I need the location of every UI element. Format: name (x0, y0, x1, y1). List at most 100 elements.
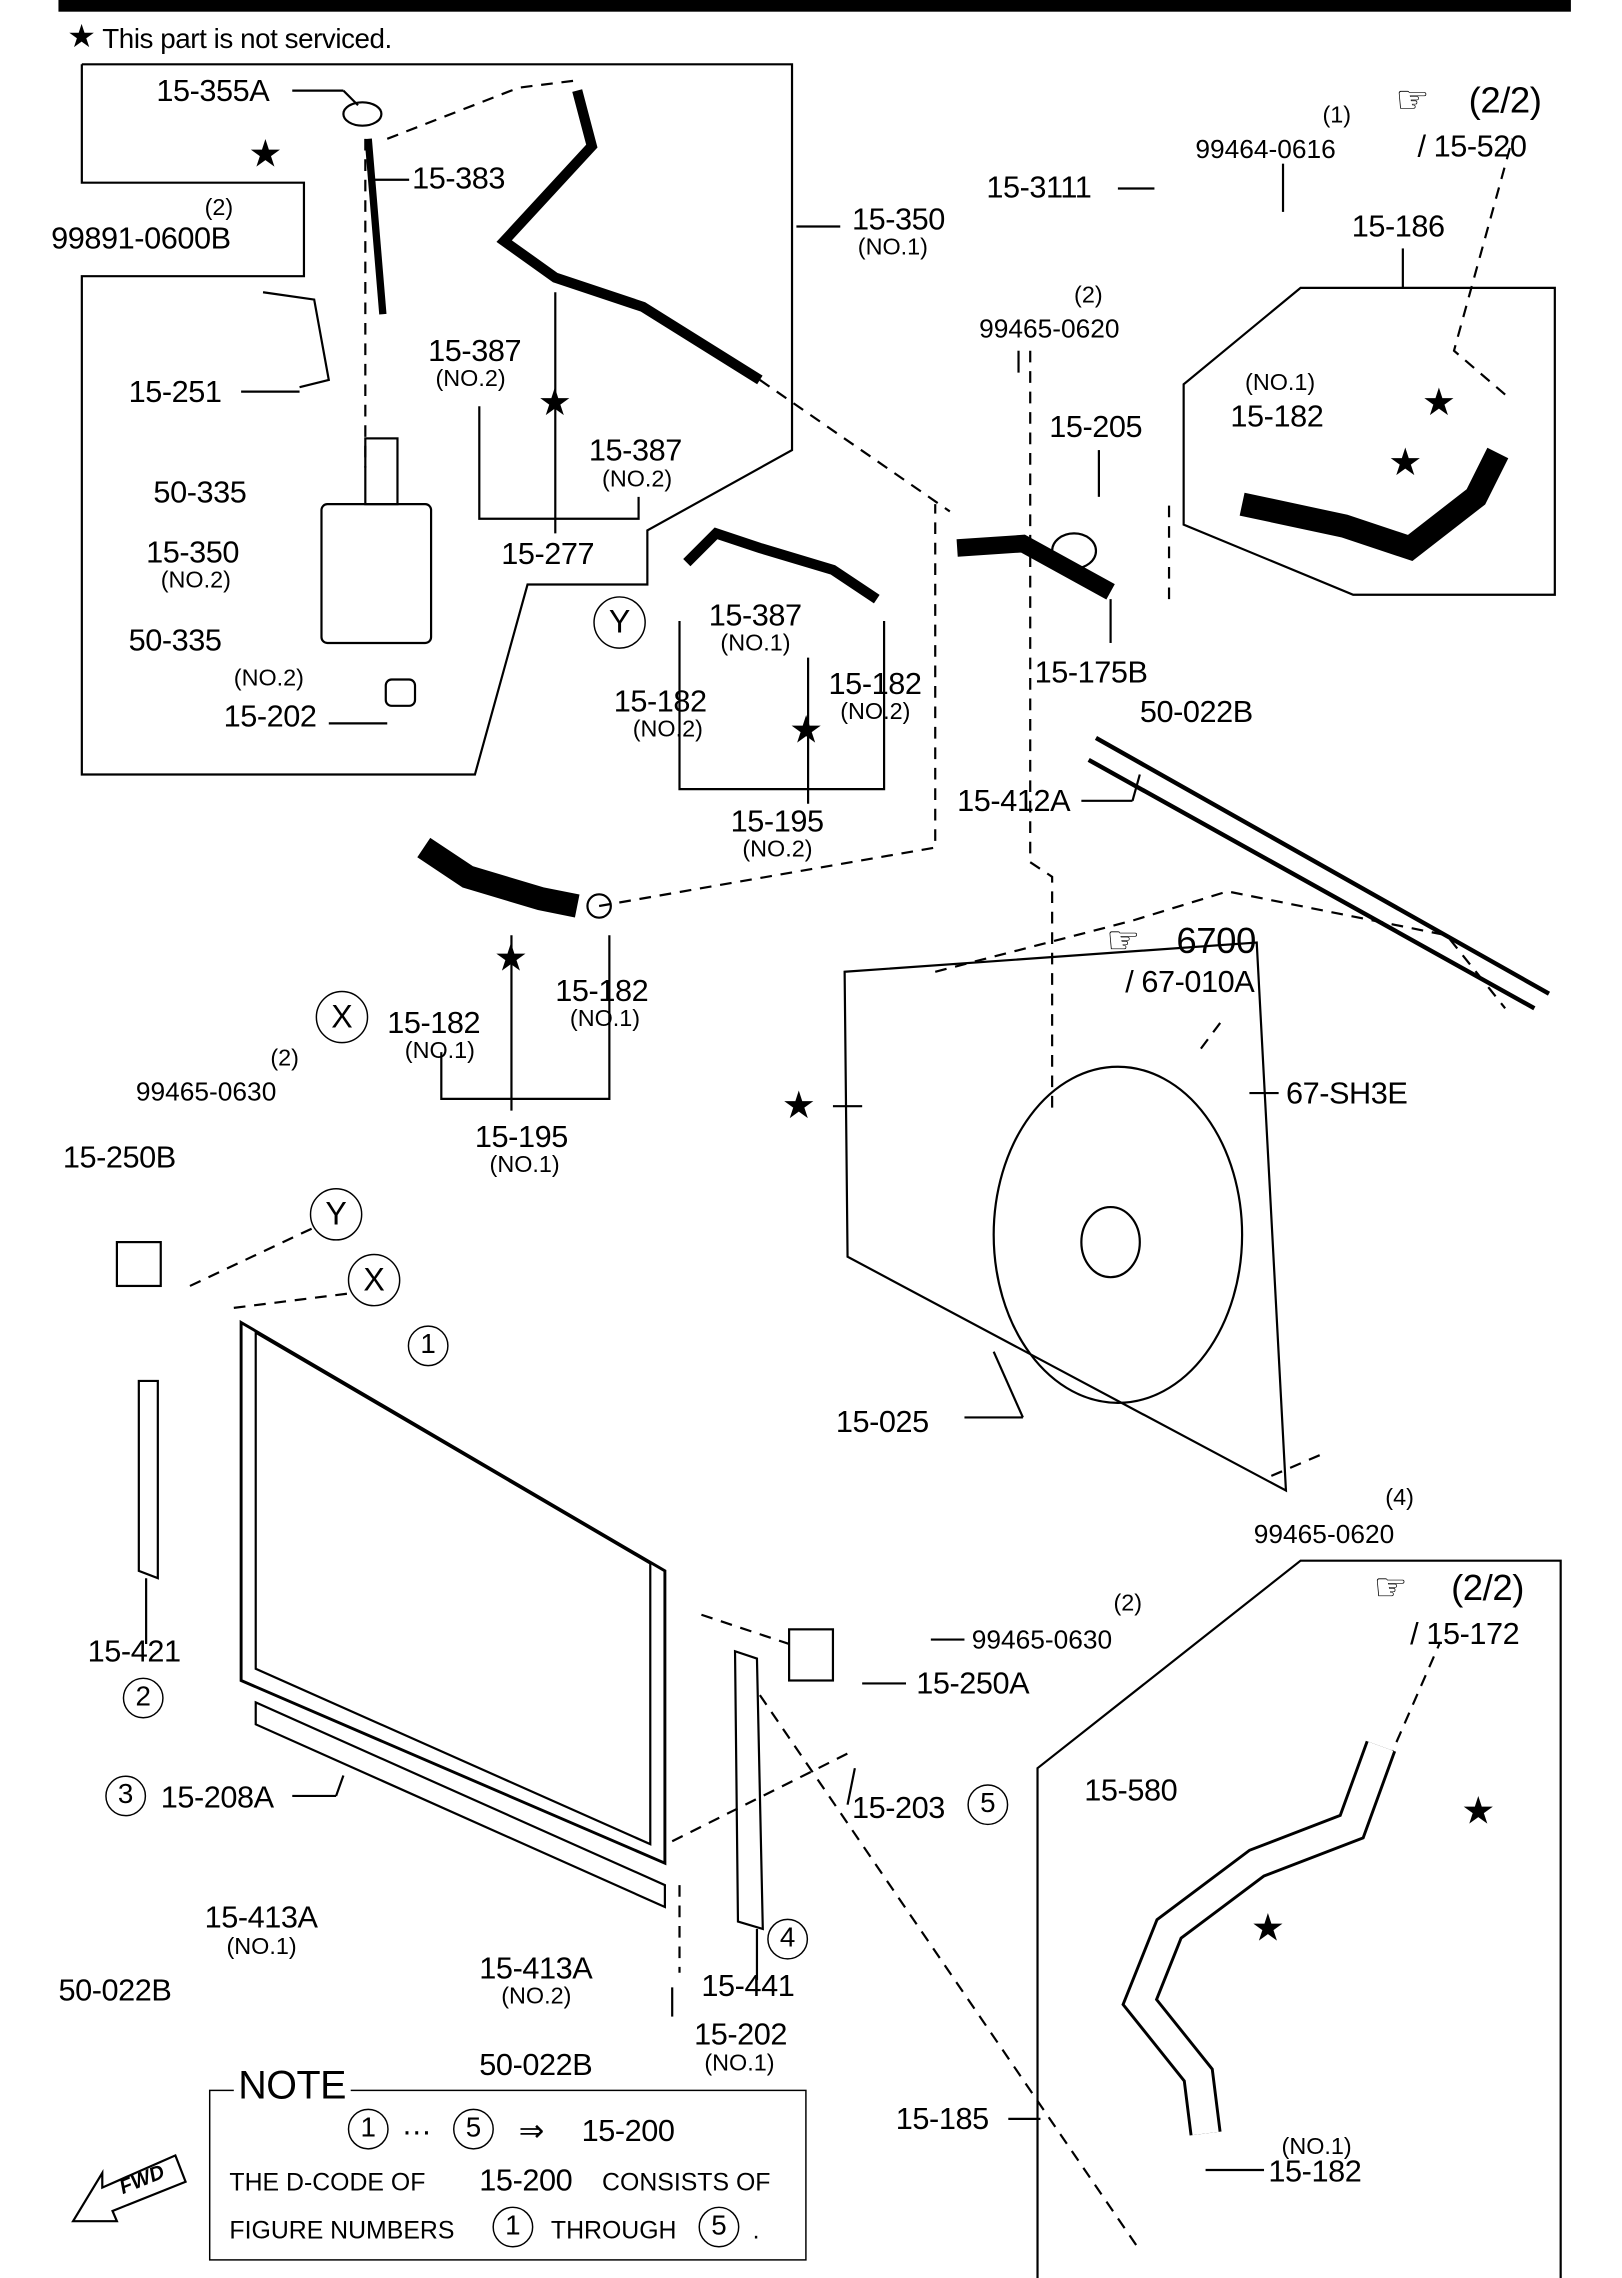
figure-number-2: 2 (122, 1677, 164, 1719)
fwd-arrow-icon (71, 2153, 187, 2223)
callout-variant: (NO.1) (704, 2051, 775, 2077)
forward-direction-arrow: FWD (66, 2141, 198, 2229)
callout-variant: (NO.1) (489, 1152, 560, 1178)
callout: 15-250B (62, 1141, 176, 1175)
callout: 15-025 (835, 1405, 929, 1440)
star-icon: ★ (781, 1082, 816, 1127)
callout-variant: (NO.2) (160, 568, 231, 594)
quantity: (2) (1113, 1591, 1143, 1617)
reference-part[interactable]: / 67-010A (1125, 965, 1255, 1000)
callout: 99465-0630 (971, 1624, 1113, 1655)
figure-number-1: 1 (492, 2206, 534, 2248)
callout: 15-175B (1034, 656, 1148, 690)
pointing-hand-icon: ☞ (1395, 77, 1430, 122)
seal-15-421 (137, 1379, 159, 1580)
connection-marker-x: X (315, 990, 369, 1044)
leader (478, 406, 640, 520)
callout: 15-203 (851, 1791, 945, 1826)
callout: 15-387 (708, 599, 802, 633)
callout: 50-335 (128, 623, 222, 658)
reference-page[interactable]: 6700 (1176, 920, 1256, 962)
callout: 67-SH3E (1285, 1076, 1408, 1111)
pointing-hand-icon: ☞ (1106, 917, 1141, 962)
note-box (208, 2089, 807, 2261)
callout: 15-202 (223, 699, 317, 734)
callout: 50-022B (58, 1974, 172, 2008)
reference-part[interactable]: / 15-520 (1417, 130, 1527, 164)
note-ellipsis: ··· (401, 2114, 432, 2149)
note-code: 15-200 (479, 2164, 573, 2198)
star-icon: ★ (1461, 1788, 1496, 1833)
hose-15-186 (1239, 447, 1509, 562)
callout: 15-182 (1268, 2155, 1362, 2190)
seal-15-441 (733, 1649, 764, 1931)
note-text: THROUGH (550, 2216, 677, 2245)
callout: 15-383 (412, 162, 506, 196)
connection-marker-x: X (347, 1253, 401, 1307)
callout-variant: (NO.2) (501, 1984, 572, 2010)
bracket-15-250B (115, 1241, 162, 1288)
reference-page[interactable]: (2/2) (1451, 1567, 1524, 1609)
callout: 15-186 (1351, 210, 1445, 245)
figure-number-4: 4 (767, 1918, 809, 1960)
callout: 15-208A (160, 1781, 274, 1815)
callout-variant: (NO.2) (840, 699, 911, 725)
callout: 15-195 (730, 805, 824, 839)
callout-variant: (NO.1) (857, 235, 928, 261)
callout: 50-335 (153, 476, 247, 510)
reference-page[interactable]: (2/2) (1468, 80, 1542, 122)
figure-number-1: 1 (407, 1325, 449, 1367)
hose-15-185-group-box (1036, 1559, 1562, 2278)
radiator (239, 1319, 667, 1866)
hose-15-186-group-box (1182, 286, 1556, 596)
bracket-15-251 (262, 291, 331, 389)
callout: 99465-0620 (1253, 1519, 1395, 1549)
thermostat-housing (956, 534, 1115, 600)
star-icon: ★ (789, 707, 824, 752)
star-icon: ★ (1388, 439, 1423, 484)
callout-variant: (NO.2) (742, 837, 813, 863)
reference-part[interactable]: / 15-172 (1410, 1617, 1520, 1652)
callout: 15-441 (701, 1969, 795, 2004)
star-icon: ★ (248, 131, 283, 176)
figure-number-3: 3 (105, 1775, 147, 1817)
callout: 15-195 (474, 1120, 568, 1155)
quantity: (2) (1074, 283, 1103, 309)
figure-number-5: 5 (967, 1784, 1009, 1826)
callout: 15-182 (828, 667, 922, 702)
fan (992, 1065, 1244, 1404)
overflow-hose (496, 89, 763, 385)
star-icon: ★ (1421, 379, 1456, 424)
callout: 15-251 (128, 375, 222, 410)
seal-15-208A (254, 1700, 666, 1909)
hose-15-195 (417, 837, 580, 918)
callout: 99464-0616 (1195, 134, 1336, 164)
callout: 15-277 (501, 537, 595, 572)
callout: 99891-0600B (51, 222, 231, 256)
callout: 15-580 (1084, 1774, 1178, 1808)
note-arrow: ⇒ (518, 2114, 545, 2149)
callout: 99465-0630 (135, 1076, 277, 1107)
legend-text: This part is not serviced. (102, 24, 392, 56)
reservoir-cap (342, 101, 383, 127)
star-icon: ★ (67, 17, 97, 55)
callout: 15-387 (588, 434, 682, 468)
callout: 15-182 (1230, 400, 1324, 435)
callout: 15-350 (851, 203, 945, 237)
note-text: FIGURE NUMBERS (229, 2216, 455, 2245)
callout-variant: (NO.1) (404, 1038, 475, 1064)
fan-shroud (843, 941, 1288, 1493)
connection-marker-y: Y (309, 1188, 363, 1241)
figure-number-1: 1 (347, 2108, 389, 2150)
callout: 15-185 (895, 2102, 989, 2137)
callout-variant: (NO.2) (435, 366, 506, 392)
callout: 15-202 (694, 2018, 788, 2052)
callout: 15-350 (146, 536, 240, 570)
star-icon: ★ (1250, 1905, 1285, 1950)
connection-marker-y: Y (593, 596, 646, 649)
callout: 15-413A (479, 1952, 593, 1986)
pointing-hand-icon: ☞ (1373, 1565, 1408, 1609)
quantity: (2) (204, 195, 234, 221)
reservoir-group-box (80, 63, 794, 776)
